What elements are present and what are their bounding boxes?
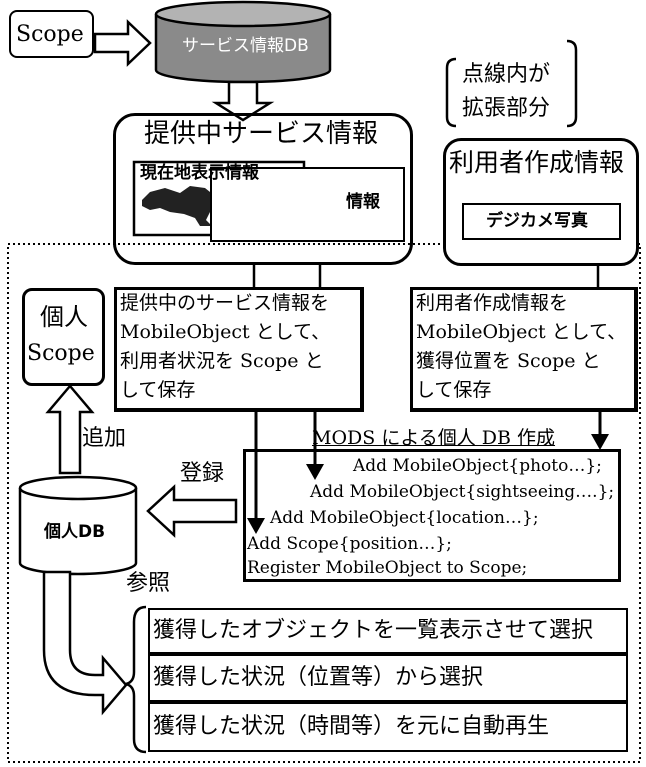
scope-box-label: Scope (16, 22, 84, 47)
info-back-card (210, 167, 405, 242)
code-line-2: Add MobileObject{sightseeing….}; (310, 482, 615, 502)
user-created-title: 利用者作成情報 (449, 148, 625, 177)
arrow-head (591, 434, 609, 450)
option-list-object: 獲得したオブジェクトを一覧表示させて選択 (148, 608, 628, 654)
info-back-card-label: 情報 (346, 192, 380, 212)
code-line-1: Add MobileObject{photo…}; (353, 456, 602, 476)
add-arrow (45, 384, 95, 475)
user-save-line-3: 獲得位置を Scope と (416, 350, 601, 372)
register-label: 登録 (180, 461, 225, 486)
scope-to-db-arrow (93, 19, 152, 67)
user-save-line-1: 利用者作成情報を (416, 292, 569, 314)
register-arrow (146, 484, 238, 538)
current-location-label: 現在地表示情報 (140, 163, 259, 183)
providing-service-panel (113, 113, 413, 265)
option-label: 獲得した状況（時間等）を元に自動再生 (153, 714, 550, 739)
user-save-box: 利用者作成情報を MobileObject として、 獲得位置を Scope と… (410, 287, 638, 412)
personal-db-label: 個人DB (44, 522, 106, 542)
code-line-4: Add Scope{position…}; (247, 534, 452, 554)
provided-save-line-1: 提供中のサービス情報を (120, 292, 330, 314)
personal-scope-line-1: 個人 (40, 303, 88, 331)
db-to-service-arrow (211, 80, 275, 122)
provided-save-line-4: して保存 (120, 379, 196, 401)
mods-code-box (243, 449, 621, 582)
personal-db-cylinder (18, 475, 138, 576)
options-brace (125, 605, 147, 754)
note-line-2: 拡張部分 (462, 96, 551, 121)
option-label: 獲得したオブジェクトを一覧表示させて選択 (153, 618, 594, 643)
digicam-photo-box: デジカメ写真 (462, 203, 621, 240)
provided-save-line-3: 利用者状況を Scope と (120, 350, 324, 372)
note-bracket-left (445, 57, 457, 128)
user-save-line-4: して保存 (416, 379, 492, 401)
note-line-1: 点線内が (462, 62, 551, 87)
provided-save-box: 提供中のサービス情報を MobileObject として、 利用者状況を Sco… (114, 287, 364, 412)
providing-service-title: 提供中サービス情報 (144, 119, 379, 149)
personal-scope-line-2: Scope (27, 341, 95, 366)
provided-save-line-2: MobileObject として、 (120, 321, 331, 343)
note-bracket-right (566, 39, 578, 128)
refer-arrow (42, 570, 128, 716)
option-label: 獲得した状況（位置等）から選択 (153, 665, 484, 690)
option-autoplay-time: 獲得した状況（時間等）を元に自動再生 (148, 702, 628, 752)
arrow-head (306, 464, 324, 480)
personal-scope-box: 個人 Scope (22, 288, 105, 386)
digicam-photo-label: デジカメ写真 (486, 211, 588, 231)
scope-box: Scope (9, 10, 94, 58)
arrow-head (247, 518, 265, 534)
code-line-5: Register MobileObject to Scope; (247, 558, 528, 578)
service-db-label: サービス情報DB (182, 36, 309, 56)
add-label: 追加 (82, 426, 127, 451)
user-created-panel (443, 138, 639, 266)
mods-title: MODS による個人 DB 作成 (312, 427, 556, 449)
code-line-3: Add MobileObject{location…}; (270, 508, 539, 528)
extension-region-border (7, 243, 641, 763)
refer-label: 参照 (126, 571, 171, 596)
option-select-location: 獲得した状況（位置等）から選択 (148, 654, 628, 702)
user-save-line-2: MobileObject として、 (416, 321, 627, 343)
